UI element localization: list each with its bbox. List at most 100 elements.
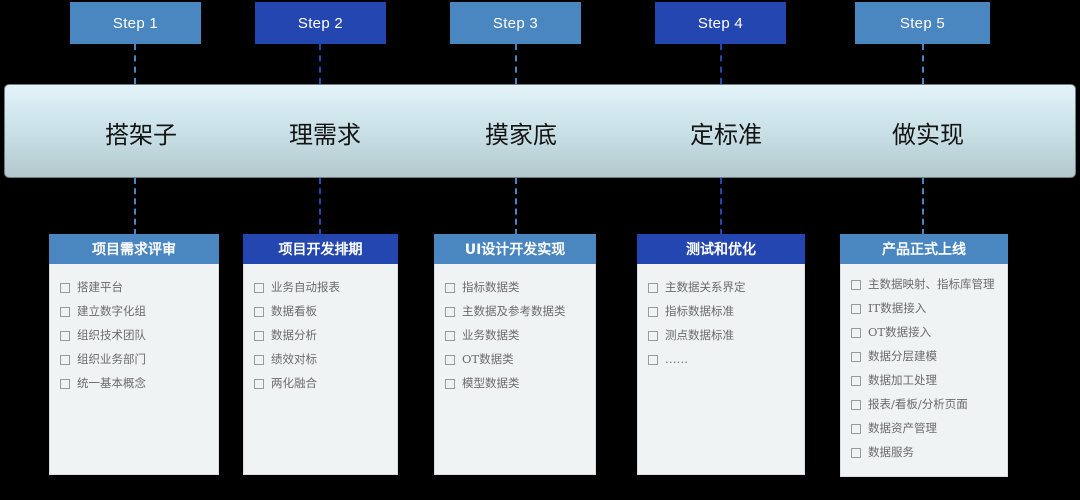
list-item-label: 模型数据类 [462,376,520,390]
list-item-label: 主数据映射、指标库管理 [868,277,995,291]
detail-card-5[interactable]: 产品正式上线 主数据映射、指标库管理 IT数据接入 OT数据接入 数据分层建模 … [840,234,1008,477]
connector-step-1-to-banner [134,44,138,84]
square-bullet-icon [851,376,861,386]
square-bullet-icon [445,331,455,341]
phase-text: 做实现 [892,120,964,149]
list-item-label: 主数据及参考数据类 [462,304,566,318]
list-item: 统一基本概念 [60,374,210,393]
list-item-label: 统一基本概念 [77,376,146,390]
list-item: 两化融合 [254,374,389,393]
square-bullet-icon [851,280,861,290]
square-bullet-icon [851,448,861,458]
square-bullet-icon [60,331,70,341]
square-bullet-icon [254,331,264,341]
detail-card-title-text: 项目开发排期 [278,242,363,258]
phase-banner: 搭架子 理需求 摸家底 定标准 做实现 [4,84,1076,178]
list-item: 搭建平台 [60,278,210,297]
connector-banner-to-card-1 [134,178,138,235]
list-item: 数据加工处理 [851,371,999,390]
detail-card-list: 主数据映射、指标库管理 IT数据接入 OT数据接入 数据分层建模 数据加工处理 … [841,264,1007,477]
list-item: 模型数据类 [445,374,587,393]
step-chip-1[interactable]: Step 1 [70,2,201,44]
list-item-label: 绩效对标 [271,352,317,366]
list-item: 指标数据类 [445,278,587,297]
connector-step-5-to-banner [922,44,926,84]
detail-card-list: 主数据关系界定 指标数据标准 测点数据标准 …… [638,264,804,384]
square-bullet-icon [254,379,264,389]
connector-step-4-to-banner [720,44,724,84]
square-bullet-icon [254,283,264,293]
step-chip-4[interactable]: Step 4 [655,2,786,44]
step-chip-label: Step 3 [492,14,539,32]
list-item: 指标数据标准 [648,302,796,321]
phase-label-3: 摸家底 [451,85,591,179]
list-item-label: 组织业务部门 [77,352,146,366]
connector-banner-to-card-3 [515,178,519,235]
square-bullet-icon [60,307,70,317]
list-item-label: 测点数据标准 [665,328,734,342]
connector-banner-to-card-4 [720,178,724,235]
list-item: 数据看板 [254,302,389,321]
phase-text: 理需求 [289,120,361,149]
step-chip-3[interactable]: Step 3 [450,2,581,44]
phase-label-2: 理需求 [255,85,395,179]
square-bullet-icon [648,283,658,293]
detail-card-2[interactable]: 项目开发排期 业务自动报表 数据看板 数据分析 绩效对标 两化融合 [243,234,398,475]
detail-card-title: 测试和优化 [637,234,805,264]
list-item: 主数据映射、指标库管理 [851,275,999,294]
detail-card-title: 项目需求评审 [49,234,219,264]
detail-card-3[interactable]: UI设计开发实现 指标数据类 主数据及参考数据类 业务数据类 OT数据类 模型数… [434,234,596,475]
list-item: 数据分层建模 [851,347,999,366]
connector-banner-to-card-5 [922,178,926,235]
detail-card-title: 产品正式上线 [840,234,1008,264]
connector-step-2-to-banner [319,44,323,84]
step-chip-5[interactable]: Step 5 [855,2,990,44]
detail-card-title-text: 产品正式上线 [882,242,966,258]
list-item: 绩效对标 [254,350,389,369]
square-bullet-icon [60,379,70,389]
step-chip-label: Step 1 [112,14,159,32]
detail-card-title-text: UI设计开发实现 [464,242,566,258]
list-item-label: …… [665,352,688,366]
list-item-label: 数据资产管理 [868,421,937,435]
phase-label-1: 搭架子 [71,85,211,179]
square-bullet-icon [851,352,861,362]
square-bullet-icon [60,355,70,365]
list-item: 测点数据标准 [648,326,796,345]
phase-label-4: 定标准 [656,85,796,179]
list-item: 主数据及参考数据类 [445,302,587,321]
list-item-label: 数据加工处理 [868,373,937,387]
list-item: 建立数字化组 [60,302,210,321]
detail-card-1[interactable]: 项目需求评审 搭建平台 建立数字化组 组织技术团队 组织业务部门 统一基本概念 [49,234,219,475]
list-item: 主数据关系界定 [648,278,796,297]
list-item-label: 数据分层建模 [868,349,937,363]
list-item-label: 建立数字化组 [77,304,146,318]
connector-banner-to-card-2 [319,178,323,235]
square-bullet-icon [445,283,455,293]
list-item-label: 数据服务 [868,445,914,459]
list-item: 数据分析 [254,326,389,345]
list-item: …… [648,350,796,369]
step-chip-label: Step 5 [899,14,946,32]
list-item: 报表/看板/分析页面 [851,395,999,414]
list-item-label: 数据分析 [271,328,317,342]
square-bullet-icon [648,307,658,317]
list-item-label: 指标数据标准 [665,304,734,318]
square-bullet-icon [851,304,861,314]
list-item-label: OT数据接入 [868,325,932,339]
list-item-label: 业务数据类 [462,328,520,342]
step-chip-label: Step 2 [297,14,344,32]
detail-card-title: UI设计开发实现 [434,234,596,264]
square-bullet-icon [445,307,455,317]
square-bullet-icon [254,307,264,317]
detail-card-title: 项目开发排期 [243,234,398,264]
detail-card-4[interactable]: 测试和优化 主数据关系界定 指标数据标准 测点数据标准 …… [637,234,805,475]
list-item: 业务自动报表 [254,278,389,297]
list-item: 数据服务 [851,443,999,462]
step-chip-2[interactable]: Step 2 [255,2,386,44]
list-item-label: 报表/看板/分析页面 [868,397,968,411]
detail-card-list: 业务自动报表 数据看板 数据分析 绩效对标 两化融合 [244,264,397,408]
list-item-label: 组织技术团队 [77,328,146,342]
list-item-label: 数据看板 [271,304,317,318]
